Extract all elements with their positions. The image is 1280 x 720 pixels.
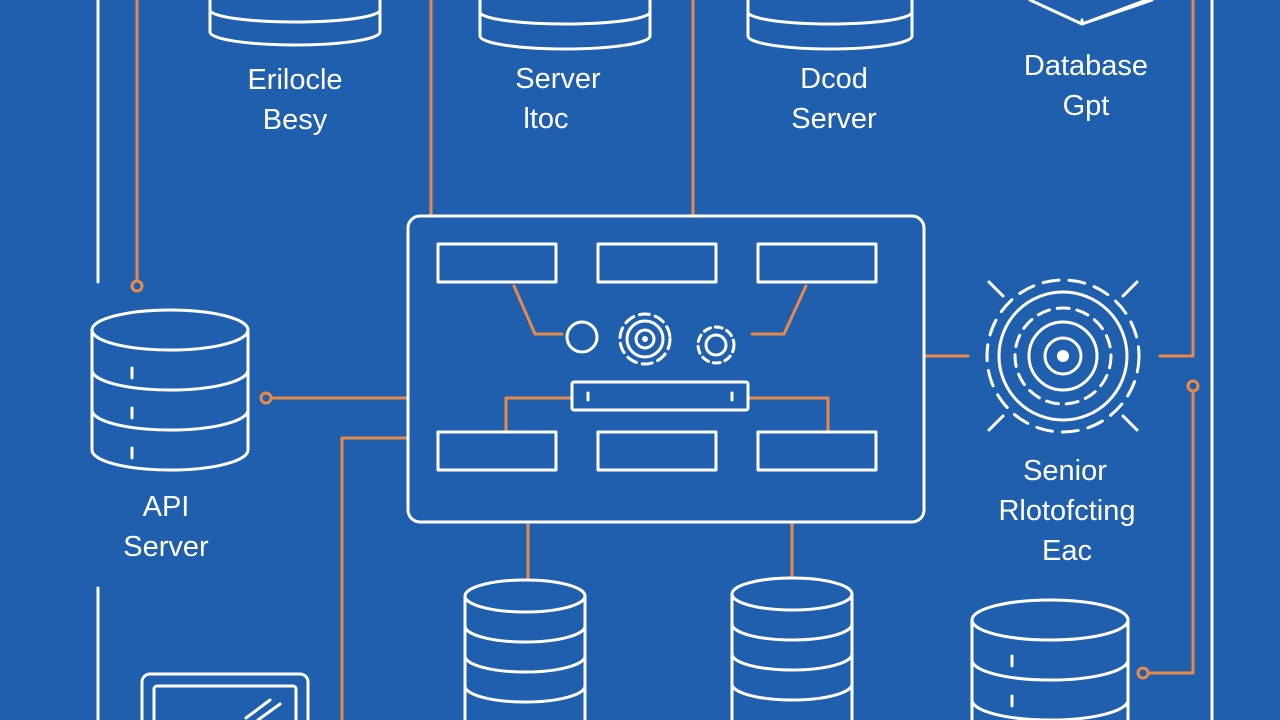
gear-node-label-line1: Senior — [1023, 455, 1107, 487]
database-icon — [730, 576, 854, 720]
api-server-label-line1: API — [143, 491, 190, 523]
database-icon — [478, 0, 652, 51]
db-top-2-label-line1: Server — [515, 63, 601, 95]
monitor-node — [140, 672, 310, 720]
connector-node-right — [1186, 379, 1200, 393]
hub-wire-tr — [750, 284, 808, 336]
connector-node-api — [259, 391, 273, 405]
gear-node-label-line2: Rlotofcting — [998, 495, 1135, 527]
gear-icon — [985, 278, 1141, 434]
gear-icon — [618, 312, 672, 366]
database-icon — [970, 598, 1130, 720]
gear-icon — [696, 325, 736, 365]
database-icon — [90, 308, 250, 472]
database-icon — [746, 0, 914, 51]
frame-lines — [96, 0, 1214, 720]
connector-hub-left-down — [340, 436, 410, 720]
hub-block-bottom-1 — [436, 430, 558, 472]
central-hub — [406, 214, 926, 524]
db-top-3-label-line2: Server — [791, 103, 877, 135]
ring-icon — [565, 320, 599, 354]
db-top-4-label-line2: Gpt — [1063, 90, 1110, 122]
db-top-4-label-line1: Database — [1024, 50, 1148, 82]
monitor-icon — [140, 672, 310, 720]
db-top-3: Dcod Server — [746, 0, 914, 135]
hub-block-top-2 — [596, 242, 718, 284]
gear-node: Senior Rlotofcting Eac — [985, 278, 1141, 567]
hub-panel — [406, 214, 926, 524]
db-top-1-label-line2: Besy — [263, 104, 328, 136]
hub-block-bottom-3 — [756, 430, 878, 472]
db-top-1: Erilocle Besy — [208, 0, 382, 136]
db-top-3-label-line1: Dcod — [800, 63, 868, 95]
db-top-2-label-line2: ltoc — [523, 103, 568, 135]
connector-right-upper — [1158, 0, 1195, 358]
db-top-4: Database Gpt — [1024, 0, 1154, 122]
api-server-label-line2: Server — [123, 531, 209, 563]
hub-block-top-1 — [436, 242, 558, 284]
hub-block-top-3 — [756, 242, 878, 284]
server-box-edge — [1080, 0, 1151, 26]
gear-node-label-line3: Eac — [1042, 535, 1092, 567]
hub-wire-bl — [504, 396, 574, 434]
db-bottom-2 — [730, 576, 854, 720]
database-icon — [463, 578, 587, 720]
hub-wire-br — [746, 396, 830, 434]
db-bottom-1 — [463, 578, 587, 720]
db-top-1-label-line1: Erilocle — [247, 64, 342, 96]
api-server-node: API Server — [90, 308, 250, 563]
db-bottom-3 — [970, 598, 1130, 720]
database-icon — [208, 0, 382, 47]
connector-node-right-bottom — [1136, 666, 1150, 680]
connector-node-left — [130, 279, 144, 293]
hub-wire-tl — [512, 284, 564, 336]
hub-bus-bar — [570, 380, 750, 412]
connector-lines — [130, 0, 1200, 720]
db-top-2: Server ltoc — [478, 0, 652, 135]
hub-block-bottom-2 — [596, 430, 718, 472]
connector-right-lower — [1141, 384, 1195, 675]
